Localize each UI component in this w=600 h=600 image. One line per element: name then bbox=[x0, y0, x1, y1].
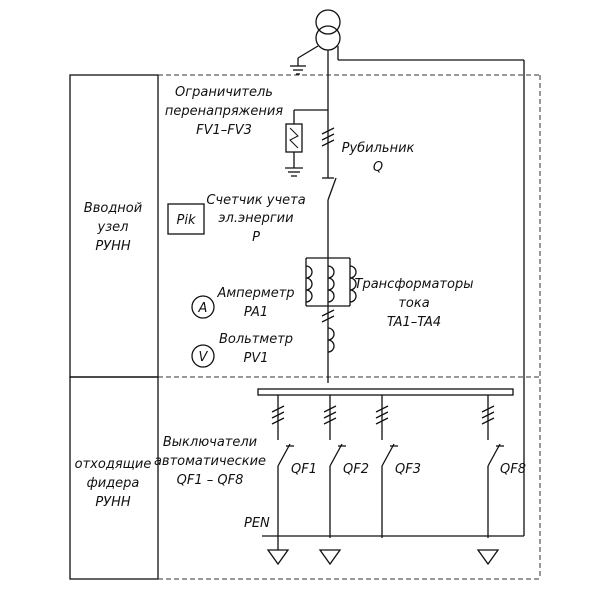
feeder-qf1: QF1 bbox=[266, 395, 317, 566]
breakers-label-line-3: QF1 – QF8 bbox=[177, 473, 244, 488]
energy-meter-box-label: Pik bbox=[177, 213, 196, 228]
voltmeter-symbol: V bbox=[199, 350, 209, 365]
knife-switch-icon bbox=[320, 168, 337, 201]
ammeter-label-line-1: Амперметр bbox=[216, 286, 294, 301]
transformers-label-line-1: Трансформаторы bbox=[355, 277, 474, 292]
outgoing-section-line-3: РУНН bbox=[95, 495, 131, 510]
feeder-label-qf1: QF1 bbox=[291, 462, 317, 477]
meter-label-line-1: Счетчик учета bbox=[206, 193, 305, 208]
feeder-label-qf2: QF2 bbox=[343, 462, 369, 477]
meter-label-line-3: P bbox=[252, 230, 260, 245]
transformers-label-line-3: TA1–TA4 bbox=[387, 315, 441, 330]
energy-meter: Pik bbox=[167, 203, 205, 235]
current-transformers-icon bbox=[305, 257, 357, 307]
feeder-label-qf8: QF8 bbox=[500, 462, 526, 477]
transformer-ground-icon bbox=[290, 45, 319, 75]
dashed-enclosure bbox=[158, 74, 541, 580]
voltmeter-icon: V bbox=[191, 344, 215, 368]
transformers-label-line-2: тока bbox=[398, 296, 429, 311]
input-section-line-1: Вводной bbox=[84, 201, 142, 216]
breakers-label-line-1: Выключатели bbox=[163, 435, 257, 450]
ammeter-icon: A bbox=[191, 295, 215, 319]
feeder-qf3: QF3 bbox=[374, 395, 421, 538]
input-section-line-2: узел bbox=[97, 220, 129, 235]
phase-ticks-icon bbox=[321, 127, 335, 147]
pen-label: PEN bbox=[244, 516, 270, 531]
switch-label-line-1: Рубильник bbox=[342, 141, 415, 156]
limiter-label-line-3: FV1–FV3 bbox=[196, 123, 252, 138]
ammeter-symbol: A bbox=[198, 301, 208, 316]
limiter-label-line-1: Ограничитель bbox=[175, 85, 273, 100]
breakers-label-line-2: автоматические bbox=[154, 454, 266, 469]
meter-label-line-2: эл.энергии bbox=[218, 211, 293, 226]
switch-label-line-2: Q bbox=[373, 160, 383, 175]
current-transformer-4-icon bbox=[321, 309, 335, 353]
surge-arrester-icon bbox=[285, 109, 328, 177]
limiter-label-line-2: перенапряжения bbox=[165, 104, 283, 119]
feeder-label-qf3: QF3 bbox=[395, 462, 421, 477]
input-section-line-3: РУНН bbox=[95, 239, 131, 254]
feeder-qf8: QF8 bbox=[476, 395, 526, 566]
outgoing-section-line-2: фидера bbox=[87, 476, 140, 491]
outgoing-section-line-1: отходящие bbox=[75, 457, 152, 472]
feeder-qf2: QF2 bbox=[318, 395, 369, 566]
voltmeter-label-line-2: PV1 bbox=[243, 351, 268, 366]
ammeter-label-line-2: PA1 bbox=[244, 305, 268, 320]
outgoing-section-box bbox=[69, 376, 159, 580]
power-transformer-icon bbox=[315, 9, 341, 74]
voltmeter-label-line-1: Вольтметр bbox=[219, 332, 293, 347]
busbar bbox=[257, 388, 514, 396]
pen-conductor bbox=[337, 46, 525, 536]
